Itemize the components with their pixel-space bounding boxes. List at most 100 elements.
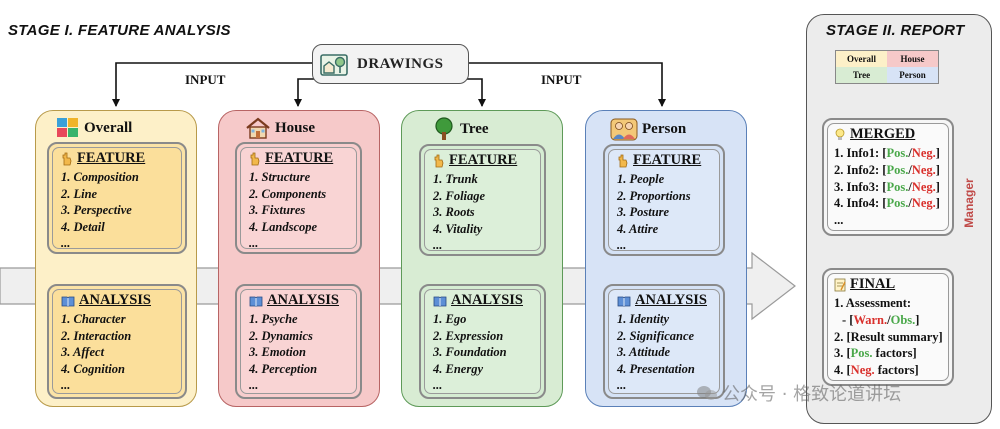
analysis-head-house: ANALYSIS [267,292,339,308]
analysis-item: 4. Energy [433,361,483,376]
feature-item: 2. Line [61,186,98,201]
hand-point-icon [617,154,629,168]
final-summary: 2. [Result summary] [834,329,943,344]
feature-item: 1. Trunk [433,172,478,186]
feature-item: ... [61,236,71,251]
input-line-left [112,62,312,107]
book-icon [249,295,263,307]
watermark-text: 公众号 · 格致论道讲坛 [722,384,902,405]
input-label-right: INPUT [541,72,582,87]
memo-icon [834,278,846,292]
merged-more: ... [834,213,844,228]
analysis-head-tree: ANALYSIS [451,292,523,308]
feature-card-tree: FEATURE 1. Trunk 2. Foliage 3. Roots 4. … [419,144,546,256]
legend-overall: Overall [836,51,887,67]
final-card: FINAL 1. Assessment: - [Warn./Obs.] 2. [… [822,268,954,386]
feature-head-overall: FEATURE [77,150,146,166]
hand-point-icon [433,154,445,168]
feature-item: 4. Vitality [433,221,483,236]
column-title-person-text: Person [642,120,687,137]
feature-item: 2. Proportions [617,188,691,203]
analysis-item: 3. Affect [61,345,105,360]
analysis-item: 2. Dynamics [249,328,313,343]
feature-card-person: FEATURE 1. People 2. Proportions 3. Post… [603,144,725,256]
input-label-left: INPUT [185,72,226,87]
book-icon [61,295,75,307]
analysis-head-person: ANALYSIS [635,292,707,308]
feature-item: ... [617,238,627,253]
analysis-item: 3. Attitude [617,345,671,360]
analysis-card-overall: ANALYSIS 1. Character 2. Interaction 3. … [47,284,187,399]
feature-item: 3. Fixtures [249,203,306,218]
feature-item: 1. Composition [61,170,139,184]
analysis-card-house: ANALYSIS 1. Psyche 2. Dynamics 3. Emotio… [235,284,362,399]
analysis-item: 3. Foundation [433,345,507,360]
legend-tree: Tree [836,67,887,83]
feature-item: 3. Roots [433,205,475,220]
tree-icon [435,117,453,140]
column-title-house: House [245,117,315,139]
book-icon [617,295,631,307]
analysis-card-tree: ANALYSIS 1. Ego 2. Expression 3. Foundat… [419,284,546,399]
feature-card-overall: FEATURE 1. Composition 2. Line 3. Perspe… [47,142,187,254]
bulb-icon [834,128,846,142]
feature-head-person: FEATURE [633,152,702,168]
final-head: FINAL [850,276,896,292]
stage1-title: STAGE I. FEATURE ANALYSIS [8,22,231,39]
feature-item: 1. Structure [249,170,311,184]
drawings-icon [319,49,349,79]
feature-item: 2. Foliage [433,188,486,203]
input-line-right [469,62,666,107]
legend-person: Person [887,67,938,83]
analysis-item: 1. Identity [617,312,670,326]
hand-point-icon [249,152,261,166]
merged-card: MERGED 1. Info1: [Pos./Neg.] 2. Info2: [… [822,118,954,236]
legend-house: House [887,51,938,67]
analysis-item: 1. Psyche [249,312,298,326]
analysis-item: 2. Interaction [61,328,132,343]
drawings-label: DRAWINGS [357,55,444,72]
merged-head: MERGED [850,126,916,142]
column-title-tree: Tree [432,117,489,141]
final-pos-row: 3. [Pos. factors] [834,346,917,361]
merged-row-3: 3. Info3: [Pos./Neg.] [834,179,940,194]
analysis-item: 1. Character [61,312,126,326]
watermark: 公众号 · 格致论道讲坛 [696,380,901,407]
house-icon [246,117,270,139]
final-assessment: 1. Assessment: [834,296,912,310]
hand-point-icon [61,152,73,166]
merged-row-1: 1. Info1: [Pos./Neg.] [834,146,940,160]
column-title-overall: Overall [56,117,132,139]
feature-head-house: FEATURE [265,150,334,166]
manager-label: Manager [962,178,976,228]
stage2-title: STAGE II. REPORT [826,22,965,39]
wechat-icon [696,384,718,407]
analysis-item: 4. Presentation [617,361,695,376]
analysis-item: ... [617,378,627,393]
people-icon [610,118,638,141]
column-title-tree-text: Tree [460,120,489,137]
feature-item: 1. People [617,172,665,186]
column-title-overall-text: Overall [84,119,133,136]
book-icon [433,295,447,307]
feature-item: 2. Components [249,186,327,201]
analysis-item: ... [249,378,259,393]
column-title-house-text: House [275,119,316,136]
merged-row-2: 2. Info2: [Pos./Neg.] [834,162,940,177]
feature-head-tree: FEATURE [449,152,518,168]
feature-item: ... [249,236,259,251]
feature-item: 4. Attire [617,221,659,236]
analysis-item: 4. Perception [249,361,318,376]
feature-item: 3. Posture [617,205,670,220]
feature-item: 4. Detail [61,219,105,234]
analysis-item: ... [433,378,443,393]
merged-row-4: 4. Info4: [Pos./Neg.] [834,196,940,211]
analysis-item: 4. Cognition [61,361,125,376]
feature-item: 4. Landscope [249,219,318,234]
analysis-item: 2. Expression [433,328,504,343]
analysis-head-overall: ANALYSIS [79,292,151,308]
puzzle-icon [57,118,78,137]
analysis-item: ... [61,378,71,393]
analysis-item: 2. Significance [617,328,695,343]
final-warn-row: - [Warn./Obs.] [842,312,920,327]
